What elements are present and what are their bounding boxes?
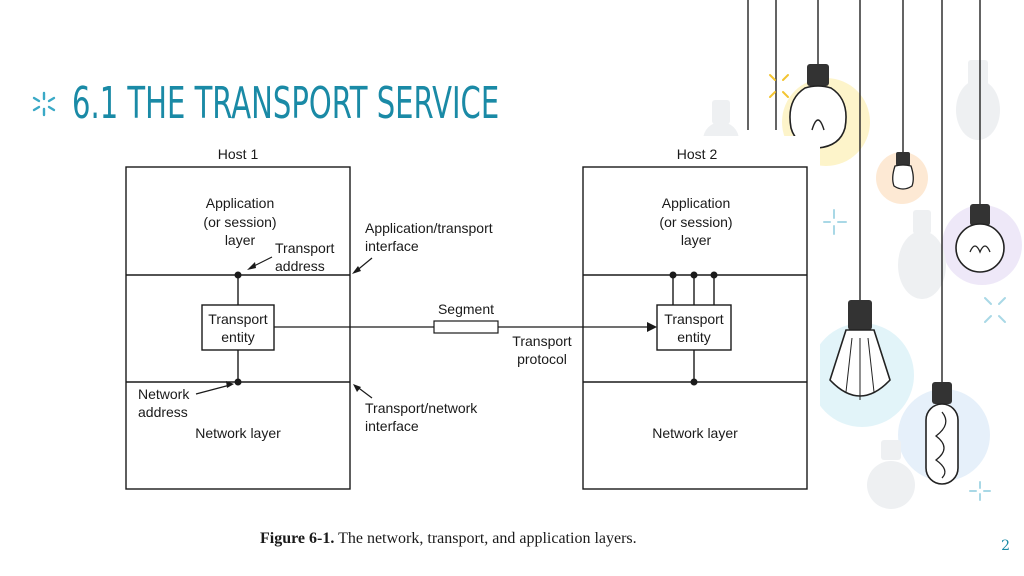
host1-app-line3: layer bbox=[225, 232, 256, 248]
segment-box bbox=[433, 320, 499, 334]
transport-protocol-label-1: Transport bbox=[512, 333, 572, 349]
caption-text: The network, transport, and application … bbox=[338, 530, 637, 547]
host2-network-label: Network layer bbox=[652, 425, 738, 441]
host2-entity-line1: Transport bbox=[664, 311, 724, 327]
transport-address-label-2: address bbox=[275, 258, 325, 274]
host1-box bbox=[125, 166, 351, 490]
transport-network-interface-label-1: Transport/network bbox=[365, 400, 478, 416]
host1-transport-entity bbox=[201, 304, 275, 351]
page-number: 2 bbox=[1001, 538, 1010, 554]
host1: Host 1 Application (or session) layer Tr… bbox=[125, 146, 351, 490]
host1-app-line2: (or session) bbox=[203, 214, 276, 230]
host2-app-line3: layer bbox=[681, 232, 712, 248]
figure-caption: Figure 6-1. The network, transport, and … bbox=[260, 530, 637, 548]
host2-entity-line2: entity bbox=[677, 329, 710, 345]
host2-transport-entity bbox=[656, 304, 732, 351]
host2-app-line2: (or session) bbox=[659, 214, 732, 230]
slide-title: 6.1 THE TRANSPORT SERVICE bbox=[30, 78, 719, 129]
host1-network-label: Network layer bbox=[195, 425, 281, 441]
host1-entity-line2: entity bbox=[221, 329, 254, 345]
host2-box bbox=[582, 166, 808, 490]
sparkle-icon bbox=[32, 91, 56, 116]
page-title: 6.1 THE TRANSPORT SERVICE bbox=[72, 78, 500, 129]
host2-label: Host 2 bbox=[677, 146, 718, 162]
network-address-label-1: Network bbox=[138, 386, 190, 402]
app-transport-interface-label-2: interface bbox=[365, 238, 419, 254]
segment-label: Segment bbox=[438, 301, 494, 317]
host1-app-line1: Application bbox=[206, 195, 275, 211]
host2: Host 2 Application (or session) layer Tr… bbox=[582, 146, 808, 490]
transport-address-dot bbox=[234, 271, 242, 279]
host2-app-line1: Application bbox=[662, 195, 731, 211]
host1-entity-line1: Transport bbox=[208, 311, 268, 327]
caption-label: Figure 6-1. bbox=[260, 530, 335, 547]
transport-network-interface-label-2: interface bbox=[365, 418, 419, 434]
transport-protocol-label-2: protocol bbox=[517, 351, 567, 367]
network-address-label-2: address bbox=[138, 404, 188, 420]
host1-label: Host 1 bbox=[218, 146, 259, 162]
network-address-dot bbox=[234, 378, 242, 386]
app-transport-interface-label-1: Application/transport bbox=[365, 220, 493, 236]
transport-address-label-1: Transport bbox=[275, 240, 335, 256]
